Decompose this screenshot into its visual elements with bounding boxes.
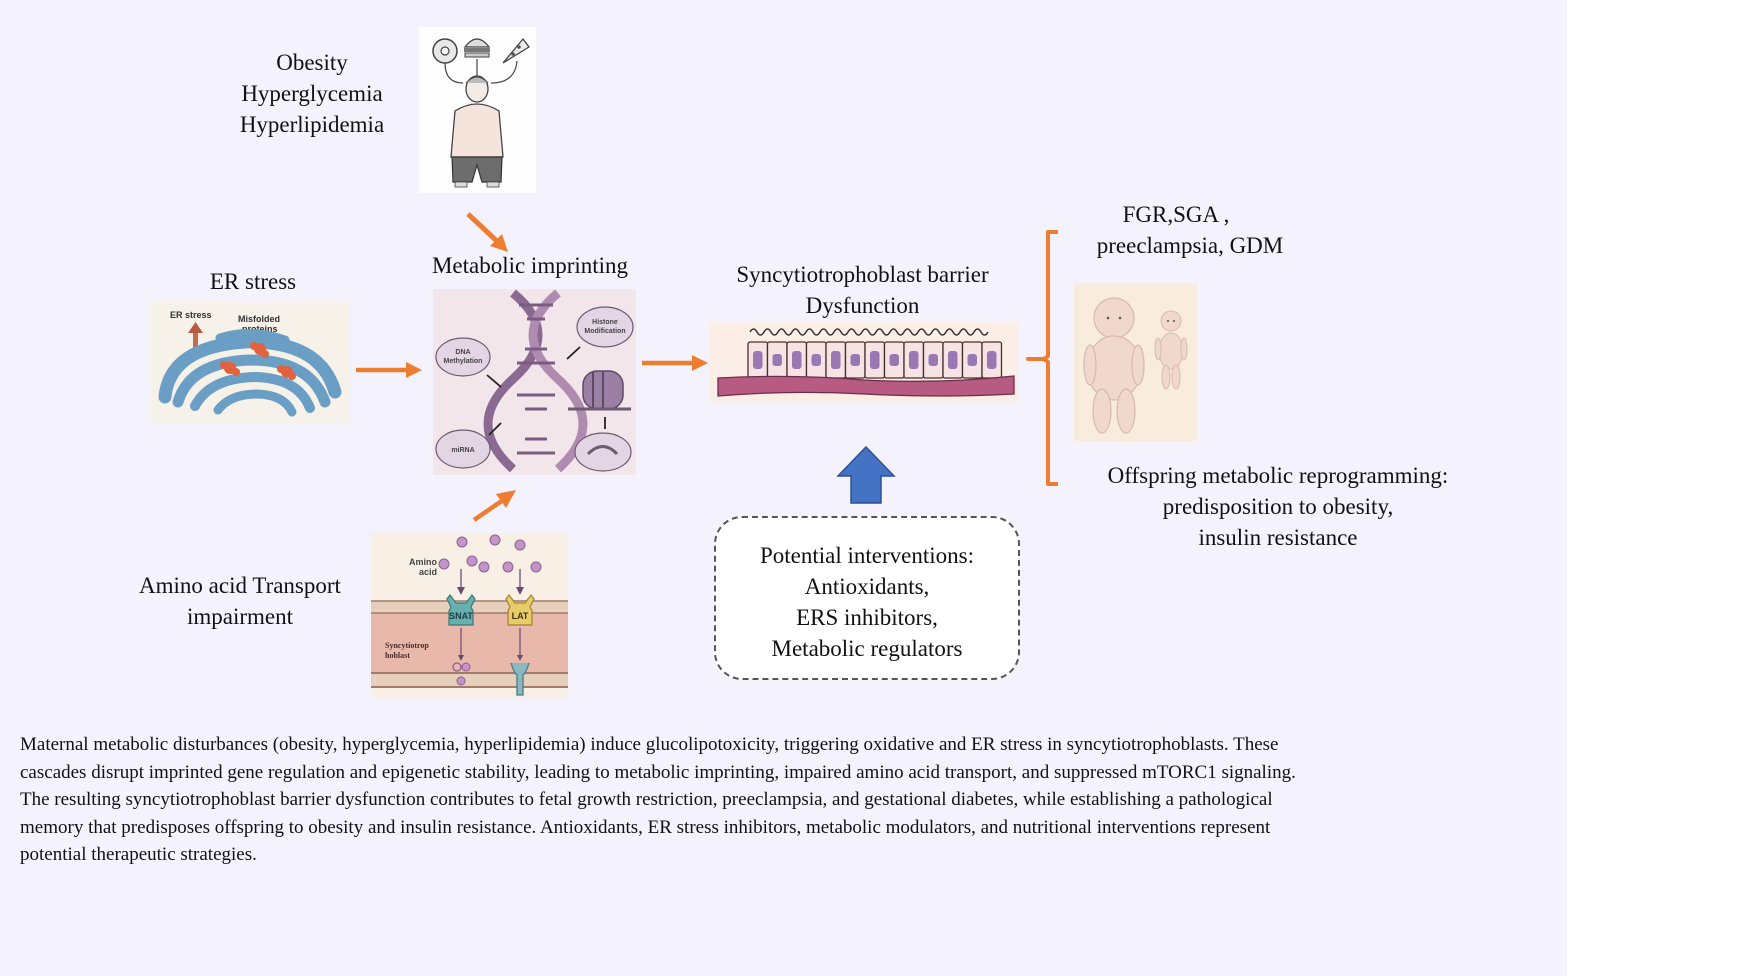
intervention-metabolic-regulators: Metabolic regulators [771,636,963,661]
cell-nucleus [792,351,802,369]
pregnancy-outcomes-line2: preeclampsia, GDM [1096,233,1284,258]
arrow-risk-to-imprinting [466,212,508,252]
arrow-er-to-imprinting [356,362,422,378]
mirna-pointer-icon [488,422,502,436]
barrier-dysfunction-title: Syncytiotrophoblast barrier Dysfunction [705,259,1020,321]
barrier-title-line2: Dysfunction [805,293,920,318]
large-infant-icon [1083,297,1145,434]
arrow-amino-to-imprinting [472,490,516,522]
cell-nucleus [948,351,958,369]
person-figure [450,75,504,188]
cell-nucleus [909,351,919,369]
cell-nucleus [850,354,860,366]
donut-icon [432,38,458,64]
offspring-outcomes-label: Offspring metabolic reprogramming: predi… [1068,460,1488,553]
caption-line: memory that predisposes offspring to obe… [20,816,1271,838]
cell-nucleus [967,354,977,366]
er-inset-proteins-label: proteins [242,324,278,334]
cell-nucleus [811,354,821,366]
dna-methylation-label-1: DNA [455,349,470,356]
interventions-box: Potential interventions: Antioxidants, E… [714,516,1020,680]
microvilli-wave-icon [749,328,989,336]
er-stress-title: ER stress [209,269,297,294]
amino-title-line2: impairment [186,604,294,629]
risk-factors-label: Obesity Hyperglycemia Hyperlipidemia [212,47,412,140]
arrow-imprinting-to-barrier [642,355,708,371]
mirna-bubble: miRNA [435,429,491,469]
amino-inset-label-1: Amino [409,557,438,567]
pregnancy-outcomes-line1: FGR,SGA , [1122,202,1230,227]
figure-caption: Maternal metabolic disturbances (obesity… [20,731,1555,869]
dna-double-helix-icon [483,289,588,473]
pizza-icon [502,37,530,64]
small-infant-icon [1154,310,1188,390]
methylation-pointer-icon [486,374,502,388]
dna-methylation-bubble: DNA Methylation [435,337,491,377]
histone-label-2: Modification [584,328,625,335]
risk-factor-obesity: Obesity [276,50,348,75]
endoplasmic-reticulum-icon [158,328,342,417]
amino-acid-transport-title: Amino acid Transport impairment [110,570,370,632]
obese-person-illustration [419,27,536,193]
lat-label: LAT [512,611,529,621]
barrier-title-line1: Syncytiotrophoblast barrier [736,262,989,287]
snat-transporter-icon: SNAT [446,594,476,626]
syncytio-inset-label-1: Syncytiotrop [385,641,429,650]
er-stress-up-arrow-icon [188,322,203,350]
outcomes-bracket [1026,230,1058,486]
er-stress-illustration: ER stress Misfolded proteins [150,302,350,424]
chromatin-bubble [574,432,632,472]
dna-methylation-label-2: Methylation [444,358,483,365]
amino-acid-molecules-icon [438,534,542,573]
metabolic-imprinting-illustration: DNA Methylation Histone Modification [433,289,636,475]
metabolic-imprinting-title: Metabolic imprinting [431,253,629,278]
syncytio-inset-label-2: hoblast [385,651,410,660]
caption-line: cascades disrupt imprinted gene regulati… [20,761,1296,783]
caption-line: The resulting syncytiotrophoblast barrie… [20,789,1273,810]
intervention-up-arrow-icon [836,445,896,504]
infants-illustration [1074,283,1197,441]
trophoblast-cell-row [747,341,1003,379]
burger-icon [463,38,491,58]
histone-modification-bubble: Histone Modification [576,306,634,348]
offspring-line2: predisposition to obesity, [1162,494,1394,519]
offspring-line3: insulin resistance [1198,525,1358,550]
misfolded-protein-icon [220,342,296,380]
interventions-heading: Potential interventions: [760,543,974,568]
cell-nucleus [870,351,880,369]
cell-nucleus [987,351,997,369]
figure-canvas: Obesity Hyperglycemia Hyperlipidemia [0,0,1567,976]
risk-factor-hyperglycemia: Hyperglycemia [241,81,383,106]
amino-title-line1: Amino acid Transport [139,573,341,598]
caption-line: Maternal metabolic disturbances (obesity… [20,734,1279,755]
amino-acid-transport-illustration: Amino acid SNAT LAT Syncytiotrop hoblast [371,533,568,698]
basement-membrane-icon [717,375,1015,397]
cell-nucleus [928,354,938,366]
intervention-ers-inhibitors: ERS inhibitors, [796,605,938,630]
cell-nucleus [753,351,763,369]
nucleosome-icon [568,370,631,411]
histone-pointer-icon [566,346,581,360]
snat-label: SNAT [449,611,473,621]
amino-inset-label-2: acid [419,567,437,577]
syncytiotrophoblast-barrier-illustration [710,322,1018,402]
pregnancy-outcomes-label: FGR,SGA , preeclampsia, GDM [1070,199,1310,261]
lat-transporter-icon: LAT [505,594,535,626]
offspring-line1: Offspring metabolic reprogramming: [1107,463,1449,488]
risk-factor-hyperlipidemia: Hyperlipidemia [239,112,385,137]
mirna-label: miRNA [451,447,474,454]
caption-line: potential therapeutic strategies. [20,844,257,865]
cell-nucleus [831,351,841,369]
histone-label-1: Histone [592,319,618,326]
cell-nucleus [889,354,899,366]
intervention-antioxidants: Antioxidants, [804,574,930,599]
er-inset-misfolded-label: Misfolded [238,314,280,324]
cell-nucleus [772,354,782,366]
er-inset-stress-label: ER stress [170,310,212,320]
